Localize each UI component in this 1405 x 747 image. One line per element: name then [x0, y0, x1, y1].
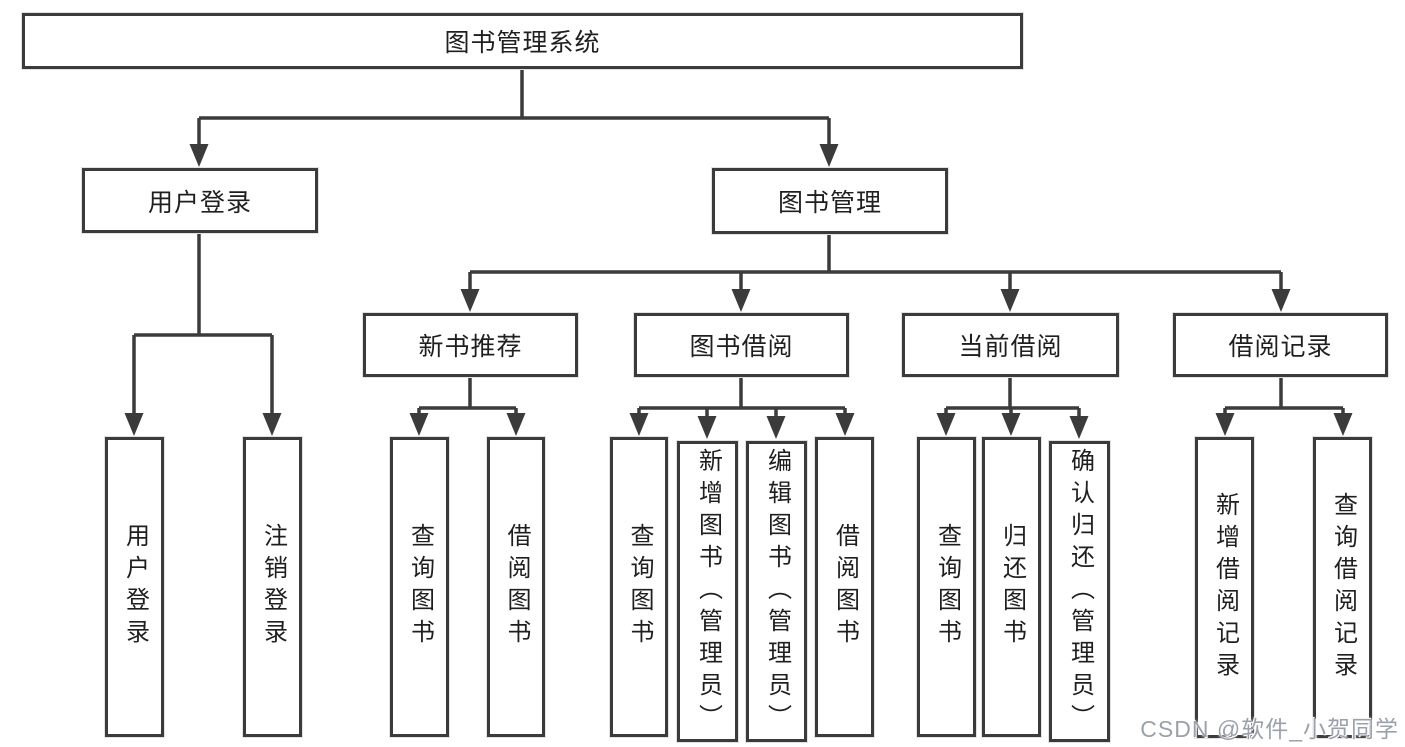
- node-library-management-system: 图书管理系统: [22, 13, 1023, 69]
- csdn-watermark: CSDN @软件_小贺同学: [1140, 716, 1399, 742]
- leaf-borrow-books-recommend: 借阅图书: [487, 437, 545, 737]
- leaf-query-books-borrowing: 查询图书: [610, 437, 668, 737]
- leaf-return-books: 归还图书: [982, 437, 1041, 737]
- leaf-user-login: 用户登录: [105, 437, 164, 737]
- leaf-query-borrow-record: 查询借阅记录: [1313, 437, 1372, 738]
- node-borrowing-records: 借阅记录: [1173, 313, 1388, 377]
- leaf-add-borrow-record: 新增借阅记录: [1195, 437, 1254, 738]
- leaf-borrow-books-borrowing: 借阅图书: [815, 437, 874, 737]
- leaf-confirm-return-admin: 确认归还（管理员）: [1049, 441, 1110, 742]
- leaf-query-books-current: 查询图书: [917, 437, 976, 737]
- arrowheads: [124, 144, 1353, 439]
- node-user-login: 用户登录: [82, 168, 318, 233]
- node-new-book-recommendation: 新书推荐: [363, 313, 578, 377]
- node-current-borrowing: 当前借阅: [902, 313, 1119, 377]
- node-book-borrowing: 图书借阅: [634, 313, 849, 377]
- leaf-edit-books-admin: 编辑图书（管理员）: [746, 441, 807, 742]
- leaf-query-books-recommend: 查询图书: [390, 437, 449, 737]
- leaf-logout: 注销登录: [243, 437, 302, 737]
- leaf-add-books-admin: 新增图书（管理员）: [677, 441, 738, 742]
- node-book-management: 图书管理: [712, 168, 948, 234]
